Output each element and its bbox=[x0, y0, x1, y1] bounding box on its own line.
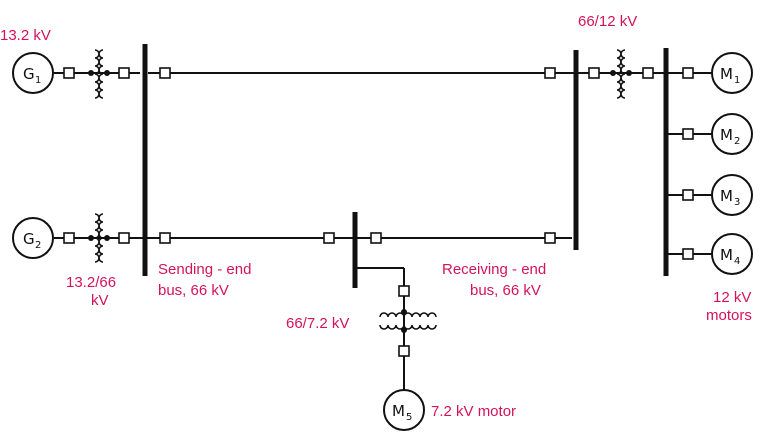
breaker bbox=[642, 67, 654, 79]
breaker bbox=[118, 232, 130, 244]
receiving-bus-label-line2: bus, 66 kV bbox=[470, 282, 541, 299]
g1-voltage-label: 13.2 kV bbox=[0, 27, 51, 44]
t-m5-label: 66/7.2 kV bbox=[286, 315, 349, 332]
m5-letter: M bbox=[392, 402, 405, 420]
sending-bus-label-line2: bus, 66 kV bbox=[158, 282, 229, 299]
g2-letter: G bbox=[23, 230, 35, 248]
m1-sub: 1 bbox=[734, 75, 740, 86]
breaker bbox=[63, 232, 75, 244]
m5-motor-label: 7.2 kV motor bbox=[431, 403, 516, 420]
breaker bbox=[544, 67, 556, 79]
breaker bbox=[682, 189, 694, 201]
m4-letter: M bbox=[720, 246, 733, 264]
wires bbox=[54, 72, 712, 400]
breaker bbox=[682, 248, 694, 260]
g1-sub: 1 bbox=[35, 75, 41, 86]
m4-sub: 4 bbox=[734, 256, 740, 267]
motor-m1: M 1 bbox=[711, 52, 753, 94]
motors-12kv-label-line1: 12 kV bbox=[713, 289, 751, 306]
breaker bbox=[544, 232, 556, 244]
m1-letter: M bbox=[720, 65, 733, 83]
receiving-bus-label-line1: Receiving - end bbox=[442, 261, 546, 278]
motor-m4: M 4 bbox=[711, 233, 753, 275]
t-gen2-label-line2: kV bbox=[91, 292, 109, 309]
breaker bbox=[588, 67, 600, 79]
g1-letter: G bbox=[23, 65, 35, 83]
breaker bbox=[682, 128, 694, 140]
motor-m3: M 3 bbox=[711, 174, 753, 216]
m2-sub: 2 bbox=[734, 136, 740, 147]
breaker bbox=[118, 67, 130, 79]
t-gen2-label-line1: 13.2/66 bbox=[66, 274, 116, 291]
generator-g1: G 1 bbox=[12, 52, 54, 94]
generator-g2: G 2 bbox=[12, 217, 54, 259]
breaker bbox=[159, 67, 171, 79]
circuit-breakers bbox=[63, 67, 694, 357]
m5-sub: 5 bbox=[406, 412, 412, 423]
g2-sub: 2 bbox=[35, 240, 41, 251]
breaker bbox=[398, 345, 410, 357]
transformer-g1 bbox=[88, 49, 110, 99]
m3-sub: 3 bbox=[734, 197, 740, 208]
breaker bbox=[682, 67, 694, 79]
m2-letter: M bbox=[720, 126, 733, 144]
breaker bbox=[159, 232, 171, 244]
motors-12kv-label-line2: motors bbox=[706, 307, 752, 324]
transformer-receiving-motor bbox=[610, 49, 632, 99]
sending-bus-label-line1: Sending - end bbox=[158, 261, 251, 278]
breaker bbox=[63, 67, 75, 79]
transformer-m5 bbox=[379, 309, 437, 333]
transformer-g2 bbox=[88, 213, 110, 263]
breaker bbox=[370, 232, 382, 244]
motor-m5: M 5 bbox=[383, 389, 425, 431]
motor-m2: M 2 bbox=[711, 113, 753, 155]
t-recv-motor-label: 66/12 kV bbox=[578, 13, 637, 30]
m3-letter: M bbox=[720, 187, 733, 205]
breaker bbox=[323, 232, 335, 244]
breaker bbox=[398, 285, 410, 297]
